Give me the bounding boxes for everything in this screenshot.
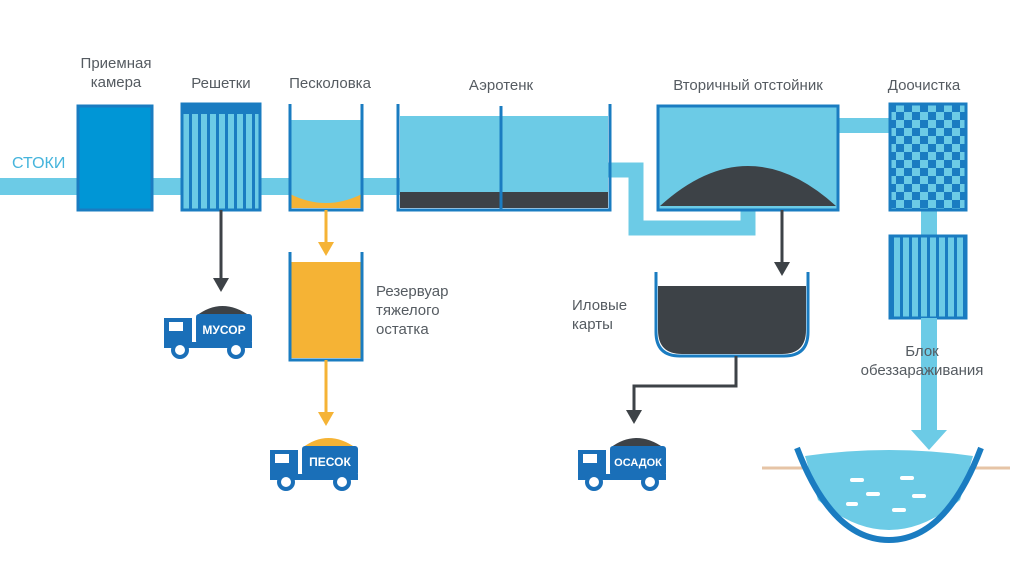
truck-sand-label: ПЕСОК (309, 455, 351, 469)
post-treatment-label: Доочистка (887, 77, 961, 94)
sand-trap-tank (288, 104, 364, 212)
arrow-sludge-to-truck (626, 356, 738, 424)
arrow-screens-to-truck (213, 210, 229, 292)
reservoir (762, 446, 1010, 544)
screens-label: Решетки (191, 75, 251, 92)
post-treatment-tank (888, 102, 968, 212)
inlet-label: СТОКИ (12, 155, 66, 172)
screens-tank (180, 102, 262, 212)
sludge-beds-tank (654, 272, 810, 358)
heavy-residue-tank-label: Резервуар тяжелого остатка (376, 283, 449, 338)
truck-sediment: ОСАДОК (578, 438, 666, 491)
disinfection-block-label: Блок обеззараживания (860, 343, 984, 379)
secondary-clarifier-label: Вторичный отстойник (673, 77, 823, 94)
disinfection-block-tank (888, 234, 968, 320)
truck-sediment-label: ОСАДОК (614, 457, 662, 469)
arrow-sandtrap-to-residue (318, 210, 334, 256)
truck-garbage-label: МУСОР (202, 323, 245, 337)
arrow-residue-to-truck (318, 360, 334, 426)
receiving-chamber-label: Приемная камера (80, 55, 152, 91)
heavy-residue-tank (288, 252, 364, 362)
secondary-clarifier-tank (656, 104, 840, 212)
sludge-beds-label: Иловые карты (572, 297, 628, 333)
sand-trap-label: Песколовка (289, 75, 371, 92)
main-pipe (0, 118, 937, 236)
truck-garbage: МУСОР (164, 306, 252, 359)
arrow-disinfection-to-reservoir (911, 318, 947, 450)
aerotank-tank (396, 104, 612, 212)
truck-sand: ПЕСОК (270, 438, 358, 491)
arrow-clarifier-to-sludge (774, 210, 790, 276)
receiving-chamber-tank (76, 104, 154, 212)
aerotank-label: Аэротенк (468, 77, 534, 94)
